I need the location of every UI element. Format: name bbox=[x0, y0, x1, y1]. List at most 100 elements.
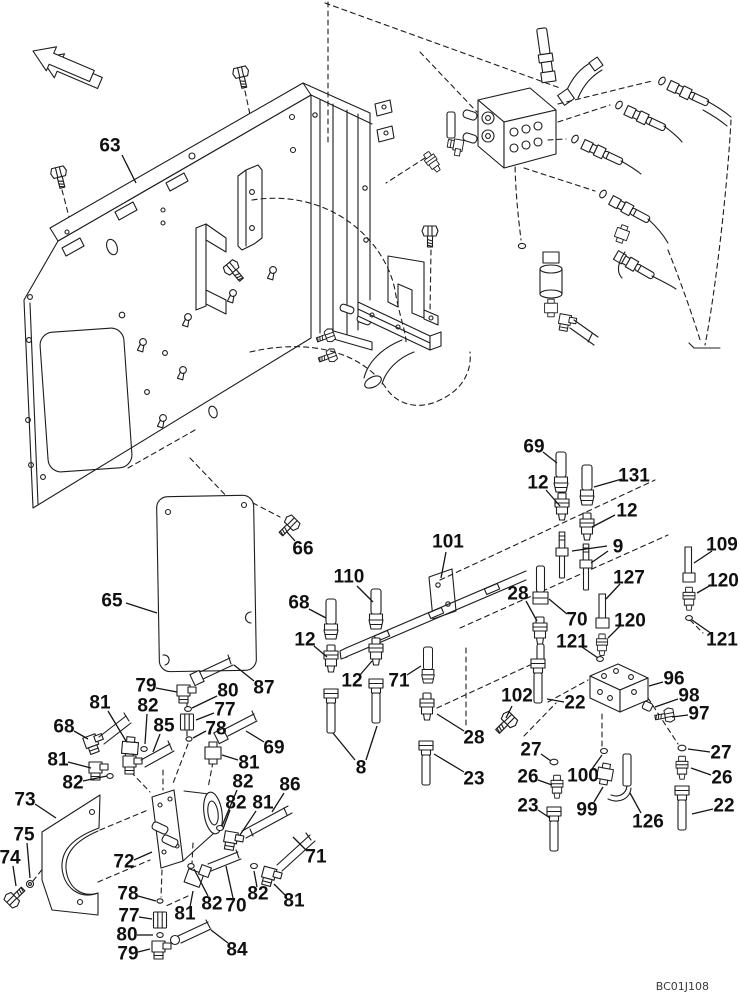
part-number-label: 71 bbox=[305, 847, 327, 868]
callout-70-67: 70 bbox=[225, 865, 247, 917]
callout-12-13: 12 bbox=[591, 501, 638, 528]
leader-line bbox=[525, 600, 538, 622]
hose-68 bbox=[82, 712, 132, 756]
part-number-label: 27 bbox=[710, 743, 731, 764]
leader-line bbox=[221, 754, 239, 761]
callout-127-16: 127 bbox=[605, 568, 645, 600]
callout-28-18: 28 bbox=[507, 584, 538, 622]
part-number-label: 27 bbox=[520, 740, 541, 761]
leader-line bbox=[687, 748, 711, 753]
valve-body-72 bbox=[151, 789, 223, 869]
hose-71 bbox=[259, 832, 316, 890]
part-number-label: 80 bbox=[116, 925, 137, 946]
leader-line bbox=[195, 712, 215, 721]
callout-26-33: 26 bbox=[690, 767, 733, 789]
callout-109-15: 109 bbox=[693, 535, 738, 564]
leader-line bbox=[542, 451, 558, 464]
leader-line bbox=[593, 786, 604, 803]
callout-26-31: 26 bbox=[517, 767, 553, 788]
leader-line bbox=[505, 705, 513, 719]
oring-82 bbox=[250, 862, 258, 870]
oring-82 bbox=[216, 824, 224, 832]
callout-80-68: 80 bbox=[116, 925, 153, 946]
leader-line bbox=[125, 602, 158, 614]
part-number-label: 82 bbox=[232, 772, 253, 793]
tube-126 bbox=[607, 753, 632, 802]
callout-12-5: 12 bbox=[294, 630, 328, 658]
fitting-131 bbox=[579, 464, 595, 506]
callout-12-6: 12 bbox=[341, 660, 373, 692]
leader-line bbox=[138, 916, 153, 920]
leader-line bbox=[107, 710, 127, 742]
leader-line bbox=[607, 625, 621, 639]
leader-line bbox=[581, 646, 599, 659]
part-number-label: 81 bbox=[174, 904, 196, 925]
part-number-label: 120 bbox=[614, 611, 646, 632]
mid-fittings bbox=[323, 451, 696, 852]
callout-81-65: 81 bbox=[174, 890, 196, 925]
part-number-label: 28 bbox=[463, 728, 484, 749]
direction-arrow-icon bbox=[32, 46, 103, 90]
callout-79-39: 79 bbox=[135, 676, 178, 697]
hose-clamp-strip-101 bbox=[339, 568, 527, 660]
callout-69-48: 69 bbox=[245, 730, 285, 759]
hose-86 bbox=[221, 805, 293, 853]
leader-line bbox=[67, 761, 92, 769]
leader-line bbox=[654, 698, 679, 708]
callout-78-61: 78 bbox=[117, 884, 157, 905]
leader-line bbox=[245, 730, 265, 743]
leader-line bbox=[605, 583, 621, 600]
bolt-97 bbox=[653, 706, 676, 726]
leader-line bbox=[691, 619, 713, 635]
part-number-label: 102 bbox=[501, 686, 533, 707]
part-number-label: 28 bbox=[507, 584, 528, 605]
fitting-71 bbox=[421, 646, 435, 684]
callout-66-1: 66 bbox=[286, 531, 314, 560]
callout-101-9: 101 bbox=[432, 532, 464, 579]
bottom-left-construction bbox=[32, 702, 214, 907]
fitting-69 bbox=[553, 451, 569, 493]
leader-line bbox=[221, 789, 238, 827]
callout-81-44: 81 bbox=[89, 693, 127, 742]
callout-74-58: 74 bbox=[0, 848, 21, 887]
part-number-label: 75 bbox=[13, 825, 35, 846]
part-number-label: 82 bbox=[201, 894, 222, 915]
part-number-label: 98 bbox=[678, 686, 699, 707]
leader-line bbox=[356, 585, 374, 603]
part-number-label: 79 bbox=[135, 676, 156, 697]
leader-line bbox=[696, 584, 712, 594]
part-number-label: 121 bbox=[706, 630, 738, 651]
part-number-label: 65 bbox=[101, 591, 123, 612]
part-number-label: 79 bbox=[117, 944, 138, 965]
leader-line bbox=[210, 929, 229, 944]
leader-line bbox=[691, 808, 714, 815]
callout-98-24: 98 bbox=[654, 686, 700, 708]
leader-line bbox=[144, 713, 148, 745]
callout-22-27: 22 bbox=[546, 693, 586, 714]
callout-68-47: 68 bbox=[53, 717, 89, 740]
callout-81-63: 81 bbox=[273, 883, 305, 912]
part-number-label: 87 bbox=[253, 678, 274, 699]
figure-code: BC01J108 bbox=[656, 980, 709, 993]
part-number-label: 96 bbox=[663, 669, 684, 690]
callout-121-22: 121 bbox=[691, 619, 738, 651]
part-number-label: 121 bbox=[556, 632, 588, 653]
mount-bracket-73 bbox=[41, 794, 101, 916]
part-number-label: 69 bbox=[523, 437, 544, 458]
part-number-label: 72 bbox=[113, 852, 134, 873]
tube-23 bbox=[418, 740, 434, 786]
part-number-label: 68 bbox=[53, 717, 74, 738]
leader-line bbox=[193, 868, 209, 897]
part-number-label: 9 bbox=[613, 537, 624, 558]
leader-line bbox=[222, 809, 231, 830]
callout-82-51: 82 bbox=[62, 773, 108, 794]
oring-27 bbox=[677, 744, 687, 752]
leader-line bbox=[537, 809, 551, 819]
part-number-label: 101 bbox=[432, 532, 464, 553]
leader-line bbox=[225, 865, 234, 899]
leader-line bbox=[133, 851, 153, 861]
manifold-block-96 bbox=[589, 663, 676, 802]
part-number-label: 12 bbox=[616, 501, 637, 522]
callout-77-64: 77 bbox=[118, 906, 153, 927]
part-number-label: 77 bbox=[118, 906, 139, 927]
